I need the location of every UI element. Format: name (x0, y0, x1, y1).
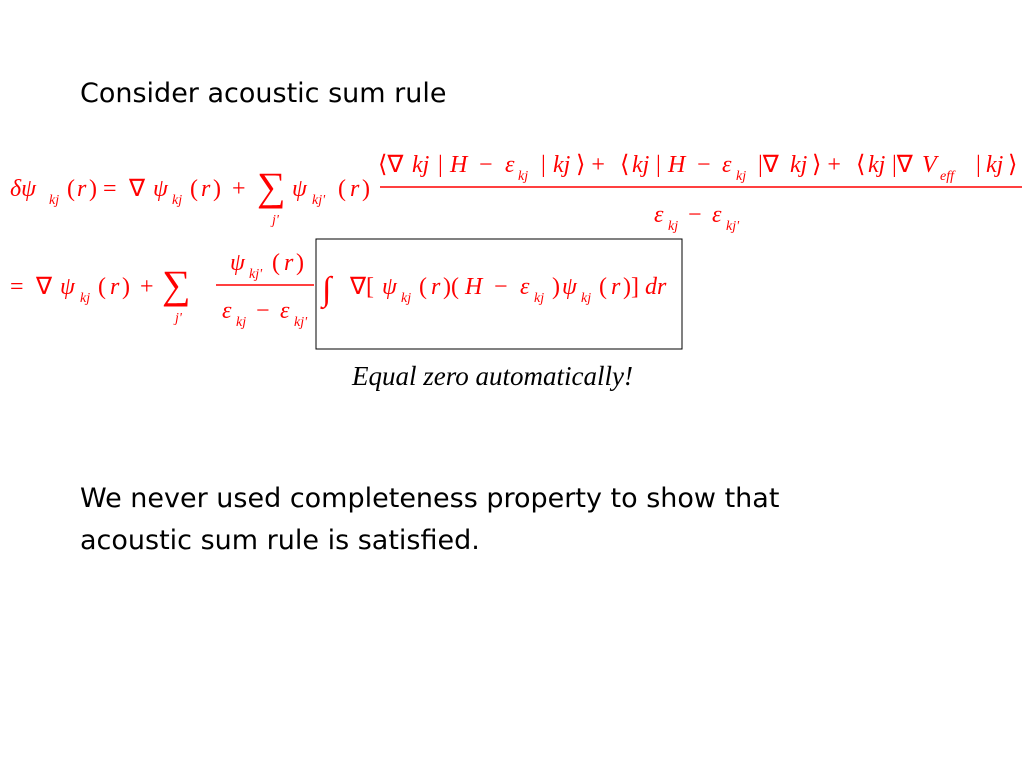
equation-line-1: δψ kj ( r ) = ∇ ψ kj ( r ) + ∑ j' ψ kj' … (10, 152, 1022, 234)
svg-text:): ) (296, 250, 304, 276)
svg-text:kj': kj' (726, 219, 740, 234)
svg-text:(: ( (419, 274, 427, 300)
svg-text:kj: kj (790, 152, 808, 178)
svg-text:ψ: ψ (382, 274, 398, 300)
svg-text:dr: dr (645, 274, 667, 300)
svg-text:kj: kj (668, 219, 678, 234)
svg-text:kj: kj (553, 152, 571, 178)
svg-text:kj: kj (49, 193, 59, 208)
svg-text:H: H (449, 152, 469, 178)
svg-text:ε: ε (520, 274, 530, 300)
svg-text:)]: )] (623, 274, 639, 300)
svg-text:(: ( (190, 176, 198, 202)
svg-text:): ) (552, 274, 560, 300)
svg-text:(: ( (599, 274, 607, 300)
svg-text:ε: ε (654, 202, 664, 228)
svg-text:+: + (232, 176, 246, 202)
svg-text:): ) (122, 274, 130, 300)
svg-text:∫: ∫ (320, 271, 334, 310)
svg-text:⟨∇: ⟨∇ (378, 152, 404, 178)
svg-text:|∇: |∇ (892, 152, 914, 178)
svg-text:ε: ε (505, 152, 515, 178)
svg-text:kj: kj (581, 291, 591, 306)
svg-text:eff: eff (940, 169, 956, 184)
svg-text:kj': kj' (249, 267, 263, 282)
svg-text:kj': kj' (312, 193, 326, 208)
svg-text:∇[: ∇[ (349, 274, 374, 300)
svg-text:δψ: δψ (10, 176, 37, 202)
svg-text:|: | (438, 152, 443, 178)
svg-text:∑: ∑ (257, 164, 286, 209)
svg-text:r: r (77, 176, 87, 202)
slide-heading: Consider acoustic sum rule (80, 78, 447, 109)
svg-text:ε: ε (722, 152, 732, 178)
svg-text:(: ( (338, 176, 346, 202)
svg-text:⟩: ⟩ (1008, 152, 1017, 178)
svg-text:r: r (350, 176, 360, 202)
svg-text:ψ: ψ (562, 274, 578, 300)
svg-text:⟩ +: ⟩ + (576, 152, 605, 178)
svg-text:kj': kj' (294, 315, 308, 330)
svg-text:r: r (611, 274, 621, 300)
svg-text:ψ: ψ (292, 176, 308, 202)
svg-text:r: r (284, 250, 294, 276)
svg-text:kj: kj (986, 152, 1004, 178)
svg-text:): ) (89, 176, 97, 202)
equation-line-2: = ∇ ψ kj ( r ) + ∑ j' ψ kj' ( r ) ε kj −… (10, 238, 683, 350)
svg-text:(: ( (272, 250, 280, 276)
conclusion-line-1: We never used completeness property to s… (80, 483, 780, 514)
svg-text:−: − (494, 274, 508, 300)
svg-text:)(: )( (443, 274, 459, 300)
svg-text:kj: kj (172, 193, 182, 208)
svg-text:⟨: ⟨ (620, 152, 629, 178)
svg-text:(: ( (67, 176, 75, 202)
svg-text:kj: kj (412, 152, 430, 178)
svg-text:r: r (110, 274, 120, 300)
svg-text:kj: kj (401, 291, 411, 306)
conclusion-text: We never used completeness property to s… (80, 478, 779, 562)
svg-text:H: H (464, 274, 484, 300)
svg-text:kj: kj (868, 152, 886, 178)
svg-text:kj: kj (632, 152, 650, 178)
svg-text:⟨: ⟨ (856, 152, 865, 178)
svg-text:∑: ∑ (162, 262, 191, 307)
svg-text:ψ: ψ (153, 176, 169, 202)
svg-text:V: V (922, 152, 939, 178)
svg-text:kj: kj (236, 315, 246, 330)
svg-text:ε: ε (712, 202, 722, 228)
svg-text:|: | (656, 152, 661, 178)
svg-text:r: r (201, 176, 211, 202)
svg-text:kj: kj (534, 291, 544, 306)
svg-text:⟩ +: ⟩ + (812, 152, 841, 178)
svg-text:|: | (976, 152, 981, 178)
svg-text:=: = (10, 274, 24, 300)
svg-text:ψ: ψ (60, 274, 76, 300)
svg-text:): ) (213, 176, 221, 202)
svg-text:): ) (362, 176, 370, 202)
svg-text:∇: ∇ (35, 274, 53, 300)
svg-text:+: + (140, 274, 154, 300)
svg-text:∇: ∇ (128, 176, 146, 202)
svg-text:j': j' (270, 213, 280, 228)
svg-text:r: r (431, 274, 441, 300)
svg-text:=: = (103, 176, 117, 202)
svg-text:−: − (688, 202, 702, 228)
svg-text:H: H (667, 152, 687, 178)
svg-text:ε: ε (280, 298, 290, 324)
svg-text:(: ( (98, 274, 106, 300)
annotation-note: Equal zero automatically! (352, 361, 633, 391)
svg-text:kj: kj (736, 169, 746, 184)
svg-text:ε: ε (222, 298, 232, 324)
svg-text:kj: kj (518, 169, 528, 184)
svg-text:kj: kj (80, 291, 90, 306)
svg-text:|: | (541, 152, 546, 178)
svg-text:j': j' (173, 311, 183, 326)
svg-text:−: − (479, 152, 493, 178)
svg-text:|∇: |∇ (758, 152, 780, 178)
svg-text:−: − (697, 152, 711, 178)
svg-text:ψ: ψ (230, 250, 246, 276)
conclusion-line-2: acoustic sum rule is satisfied. (80, 525, 480, 556)
svg-text:−: − (256, 298, 270, 324)
